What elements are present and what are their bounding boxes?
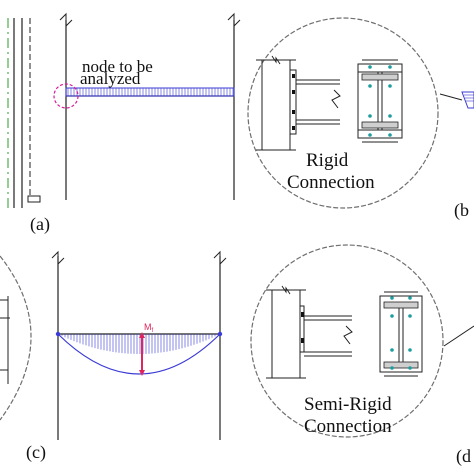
node-dot bbox=[217, 331, 223, 337]
node-annotation-line1: node to be bbox=[82, 57, 153, 76]
distributed-load bbox=[65, 87, 235, 97]
detail-circle-fragment bbox=[0, 255, 32, 421]
bolt-dot bbox=[408, 296, 412, 300]
bolt bbox=[292, 126, 295, 130]
column-section bbox=[379, 295, 423, 373]
semi-label-line2: Connection bbox=[304, 416, 392, 437]
bolt-dot bbox=[388, 114, 392, 118]
moment-label: Mf bbox=[144, 322, 154, 334]
moment-diagram bbox=[57, 333, 221, 375]
bolt bbox=[292, 110, 295, 114]
rigid-label-line2: Connection bbox=[287, 172, 375, 193]
angle-cleat bbox=[299, 305, 305, 353]
bolt-dot bbox=[368, 65, 372, 69]
arrow-up bbox=[139, 332, 145, 338]
break-mark bbox=[59, 12, 73, 28]
bolt-dot bbox=[408, 348, 412, 352]
rigid-label-line1: Rigid bbox=[306, 150, 349, 171]
node-circle bbox=[53, 83, 79, 109]
rigid-detail: Rigid Connection bbox=[247, 17, 439, 209]
moment-fragment bbox=[461, 91, 474, 109]
bolt-dot bbox=[368, 133, 372, 137]
leader-line bbox=[443, 325, 474, 347]
break-mark bbox=[281, 285, 291, 295]
semi-label-line1: Semi-Rigid bbox=[304, 394, 392, 415]
bolt-dot bbox=[390, 314, 394, 318]
leader-line bbox=[439, 93, 463, 101]
panel-label-a: (a) bbox=[30, 214, 50, 235]
semi-rigid-detail-circle bbox=[250, 244, 444, 438]
break-mark bbox=[213, 250, 227, 266]
semi-rigid-detail: Semi-Rigid Connection bbox=[250, 244, 444, 438]
break-mark bbox=[227, 12, 241, 28]
top-flange bbox=[361, 73, 399, 81]
bottom-flange bbox=[361, 121, 399, 129]
break-mark bbox=[343, 325, 353, 345]
bolt bbox=[301, 312, 304, 317]
panel-d-fragment: (d bbox=[443, 325, 474, 467]
bolt-dot bbox=[390, 366, 394, 370]
bolt-dot bbox=[368, 114, 372, 118]
panel-a: node to be analyzed (a) bbox=[7, 12, 241, 235]
bolt-dot bbox=[388, 65, 392, 69]
bolt bbox=[292, 90, 295, 94]
bolt-dot bbox=[368, 84, 372, 88]
panel-label-c: (c) bbox=[26, 442, 46, 463]
load-ticks bbox=[67, 88, 234, 96]
bolt-dot bbox=[408, 366, 412, 370]
moment-hatch bbox=[61, 334, 219, 354]
bolt-dot bbox=[408, 314, 412, 318]
arrow-down bbox=[139, 370, 145, 376]
semi-rigid-bolts bbox=[390, 296, 412, 370]
bolt bbox=[301, 338, 304, 343]
rigid-bolts bbox=[368, 65, 392, 137]
end-plate bbox=[289, 69, 297, 135]
panel-label-b: (b bbox=[454, 200, 469, 221]
bolt-dot bbox=[388, 84, 392, 88]
break-mark bbox=[331, 89, 341, 109]
rigid-detail-circle bbox=[247, 17, 439, 209]
bottom-flange bbox=[383, 361, 419, 369]
bolt-dot bbox=[390, 296, 394, 300]
bolt bbox=[292, 74, 295, 78]
break-mark bbox=[51, 250, 65, 266]
node-annotation-line2: analyzed bbox=[80, 69, 141, 88]
panel-label-d: (d bbox=[456, 446, 471, 467]
break-mark bbox=[271, 55, 281, 65]
panel-c: Mf (c) bbox=[0, 250, 227, 463]
bolt-dot bbox=[388, 133, 392, 137]
bolt-dot bbox=[390, 348, 394, 352]
support-plate bbox=[27, 195, 41, 203]
top-flange bbox=[383, 301, 419, 309]
node-dot bbox=[55, 331, 61, 337]
panel-b-fragment: (b bbox=[439, 91, 474, 221]
